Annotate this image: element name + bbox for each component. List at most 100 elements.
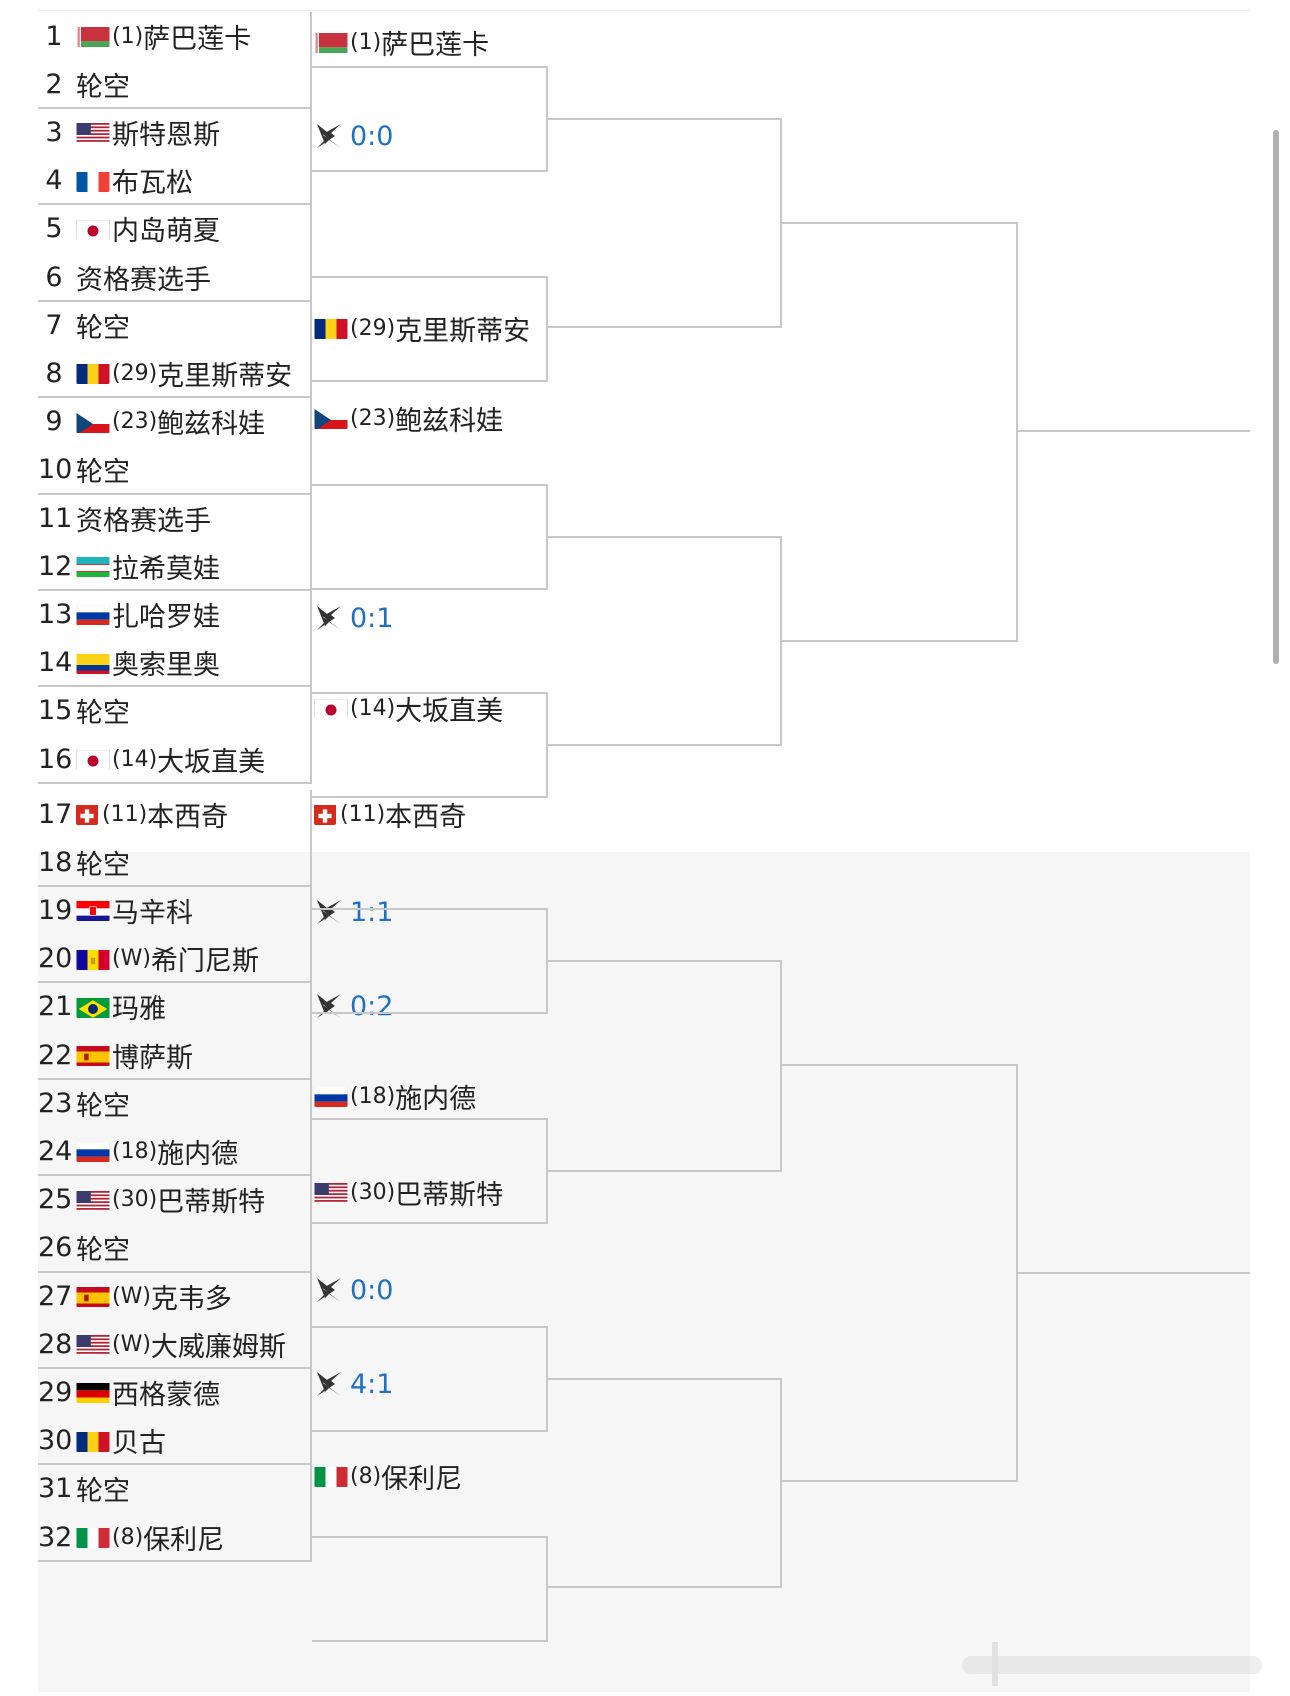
head-to-head-score: 0:0 bbox=[350, 120, 394, 152]
player-name: 奥索里奥 bbox=[112, 650, 220, 682]
draw-position-number: 29 bbox=[38, 1376, 73, 1408]
draw-position-number: 28 bbox=[38, 1328, 73, 1360]
r1-player-row[interactable]: 16(14)大坂直美 bbox=[38, 735, 265, 783]
r2-player-row[interactable]: (11)本西奇 bbox=[314, 792, 466, 836]
bracket-line-h bbox=[312, 908, 548, 910]
seed-label: (23) bbox=[112, 409, 158, 435]
seed-label: (14) bbox=[350, 695, 396, 721]
r1-player-row[interactable]: 1(1)萨巴莲卡 bbox=[38, 12, 251, 60]
r1-player-row[interactable]: 9(23)鲍兹科娃 bbox=[38, 398, 265, 446]
r1-player-row[interactable]: 17(11)本西奇 bbox=[38, 790, 228, 838]
bracket-line-h bbox=[1018, 430, 1250, 432]
draw-position-number: 11 bbox=[38, 502, 73, 534]
player-name: 轮空 bbox=[76, 849, 130, 881]
draw-position-number: 30 bbox=[38, 1425, 73, 1457]
r1-player-row[interactable]: 28(W)大威廉姆斯 bbox=[38, 1320, 286, 1368]
draw-position-number: 22 bbox=[38, 1039, 73, 1071]
spain-flag-icon bbox=[76, 1044, 110, 1066]
player-name: 大坂直美 bbox=[395, 695, 504, 727]
r1-player-row[interactable]: 24(18)施内德 bbox=[38, 1127, 238, 1175]
player-name: 轮空 bbox=[76, 1235, 130, 1267]
japan-flag-icon bbox=[76, 218, 110, 240]
russia-flag-icon bbox=[76, 603, 110, 626]
r1-match-cell bbox=[38, 790, 312, 887]
r1-match-cell bbox=[38, 1272, 312, 1369]
draw-position-number: 1 bbox=[45, 20, 63, 52]
r2-score-row[interactable]: 0:0 bbox=[314, 1268, 393, 1312]
r2-player-row[interactable]: (30)巴蒂斯特 bbox=[314, 1170, 503, 1214]
draw-position-number: 2 bbox=[45, 68, 63, 100]
r2-score-row[interactable]: 0:0 bbox=[314, 114, 393, 158]
player-name: 巴蒂斯特 bbox=[157, 1187, 266, 1219]
r1-player-row[interactable]: 25(30)巴蒂斯特 bbox=[38, 1176, 265, 1224]
vertical-scrollbar[interactable] bbox=[1273, 130, 1279, 664]
player-name: 扎哈罗娃 bbox=[112, 601, 220, 633]
r1-player-row[interactable]: 8(29)克里斯蒂安 bbox=[38, 349, 292, 397]
player-name: 轮空 bbox=[76, 1476, 130, 1508]
r2-player-row[interactable]: (1)萨巴莲卡 bbox=[314, 20, 489, 64]
switzerland-flag-icon bbox=[76, 803, 98, 825]
r2-score-row[interactable]: 1:1 bbox=[314, 890, 393, 934]
bracket-line-h bbox=[548, 536, 782, 538]
draw-position-number: 25 bbox=[38, 1184, 73, 1216]
r2-score-row[interactable]: 0:2 bbox=[314, 984, 393, 1028]
r2-player-row[interactable]: (23)鲍兹科娃 bbox=[314, 396, 503, 440]
bracket-line-h bbox=[782, 1480, 1018, 1482]
r2-player-row[interactable]: (29)克里斯蒂安 bbox=[314, 306, 530, 350]
r2-player-row[interactable]: (8)保利尼 bbox=[314, 1454, 462, 1498]
usa-flag-icon bbox=[76, 1189, 110, 1211]
bracket-line-h bbox=[782, 1064, 1018, 1066]
r2-score-row[interactable]: 0:1 bbox=[314, 596, 393, 640]
bracket-line-h bbox=[548, 326, 782, 328]
seed-label: (18) bbox=[112, 1138, 158, 1164]
bracket-line-h bbox=[312, 380, 548, 382]
draw-position-number: 16 bbox=[38, 743, 73, 775]
bracket-line-h bbox=[312, 66, 548, 68]
player-name: 希门尼斯 bbox=[150, 946, 259, 978]
r2-player-row[interactable]: (18)施内德 bbox=[314, 1074, 476, 1118]
player-name: 轮空 bbox=[76, 457, 130, 489]
crossed-rackets-icon bbox=[314, 1275, 344, 1305]
r2-score-row[interactable]: 4:1 bbox=[314, 1362, 393, 1406]
seed-label: (18) bbox=[350, 1083, 396, 1109]
bracket-line-h bbox=[548, 744, 782, 746]
r1-player-row[interactable]: 27(W)克韦多 bbox=[38, 1272, 232, 1320]
bracket-line-v bbox=[546, 908, 548, 1014]
player-name: 克里斯蒂安 bbox=[395, 315, 531, 347]
player-name: 本西奇 bbox=[385, 801, 467, 833]
bracket-line-h bbox=[312, 1118, 548, 1120]
draw-position-number: 21 bbox=[38, 991, 73, 1023]
r1-player-row[interactable]: 20(W)希门尼斯 bbox=[38, 935, 259, 983]
draw-position-number: 26 bbox=[38, 1232, 73, 1264]
r1-player-row[interactable]: 32(8)保利尼 bbox=[38, 1513, 224, 1561]
brazil-flag-icon bbox=[76, 996, 110, 1018]
r2-player-row[interactable]: (14)大坂直美 bbox=[314, 686, 503, 730]
r1-match-cell bbox=[38, 982, 312, 1080]
r1-match-cell bbox=[38, 590, 312, 688]
r1-match-cell bbox=[38, 301, 312, 399]
draw-position-number: 27 bbox=[38, 1280, 73, 1312]
head-to-head-score: 0:2 bbox=[350, 990, 394, 1022]
player-name: 保利尼 bbox=[143, 1524, 225, 1556]
